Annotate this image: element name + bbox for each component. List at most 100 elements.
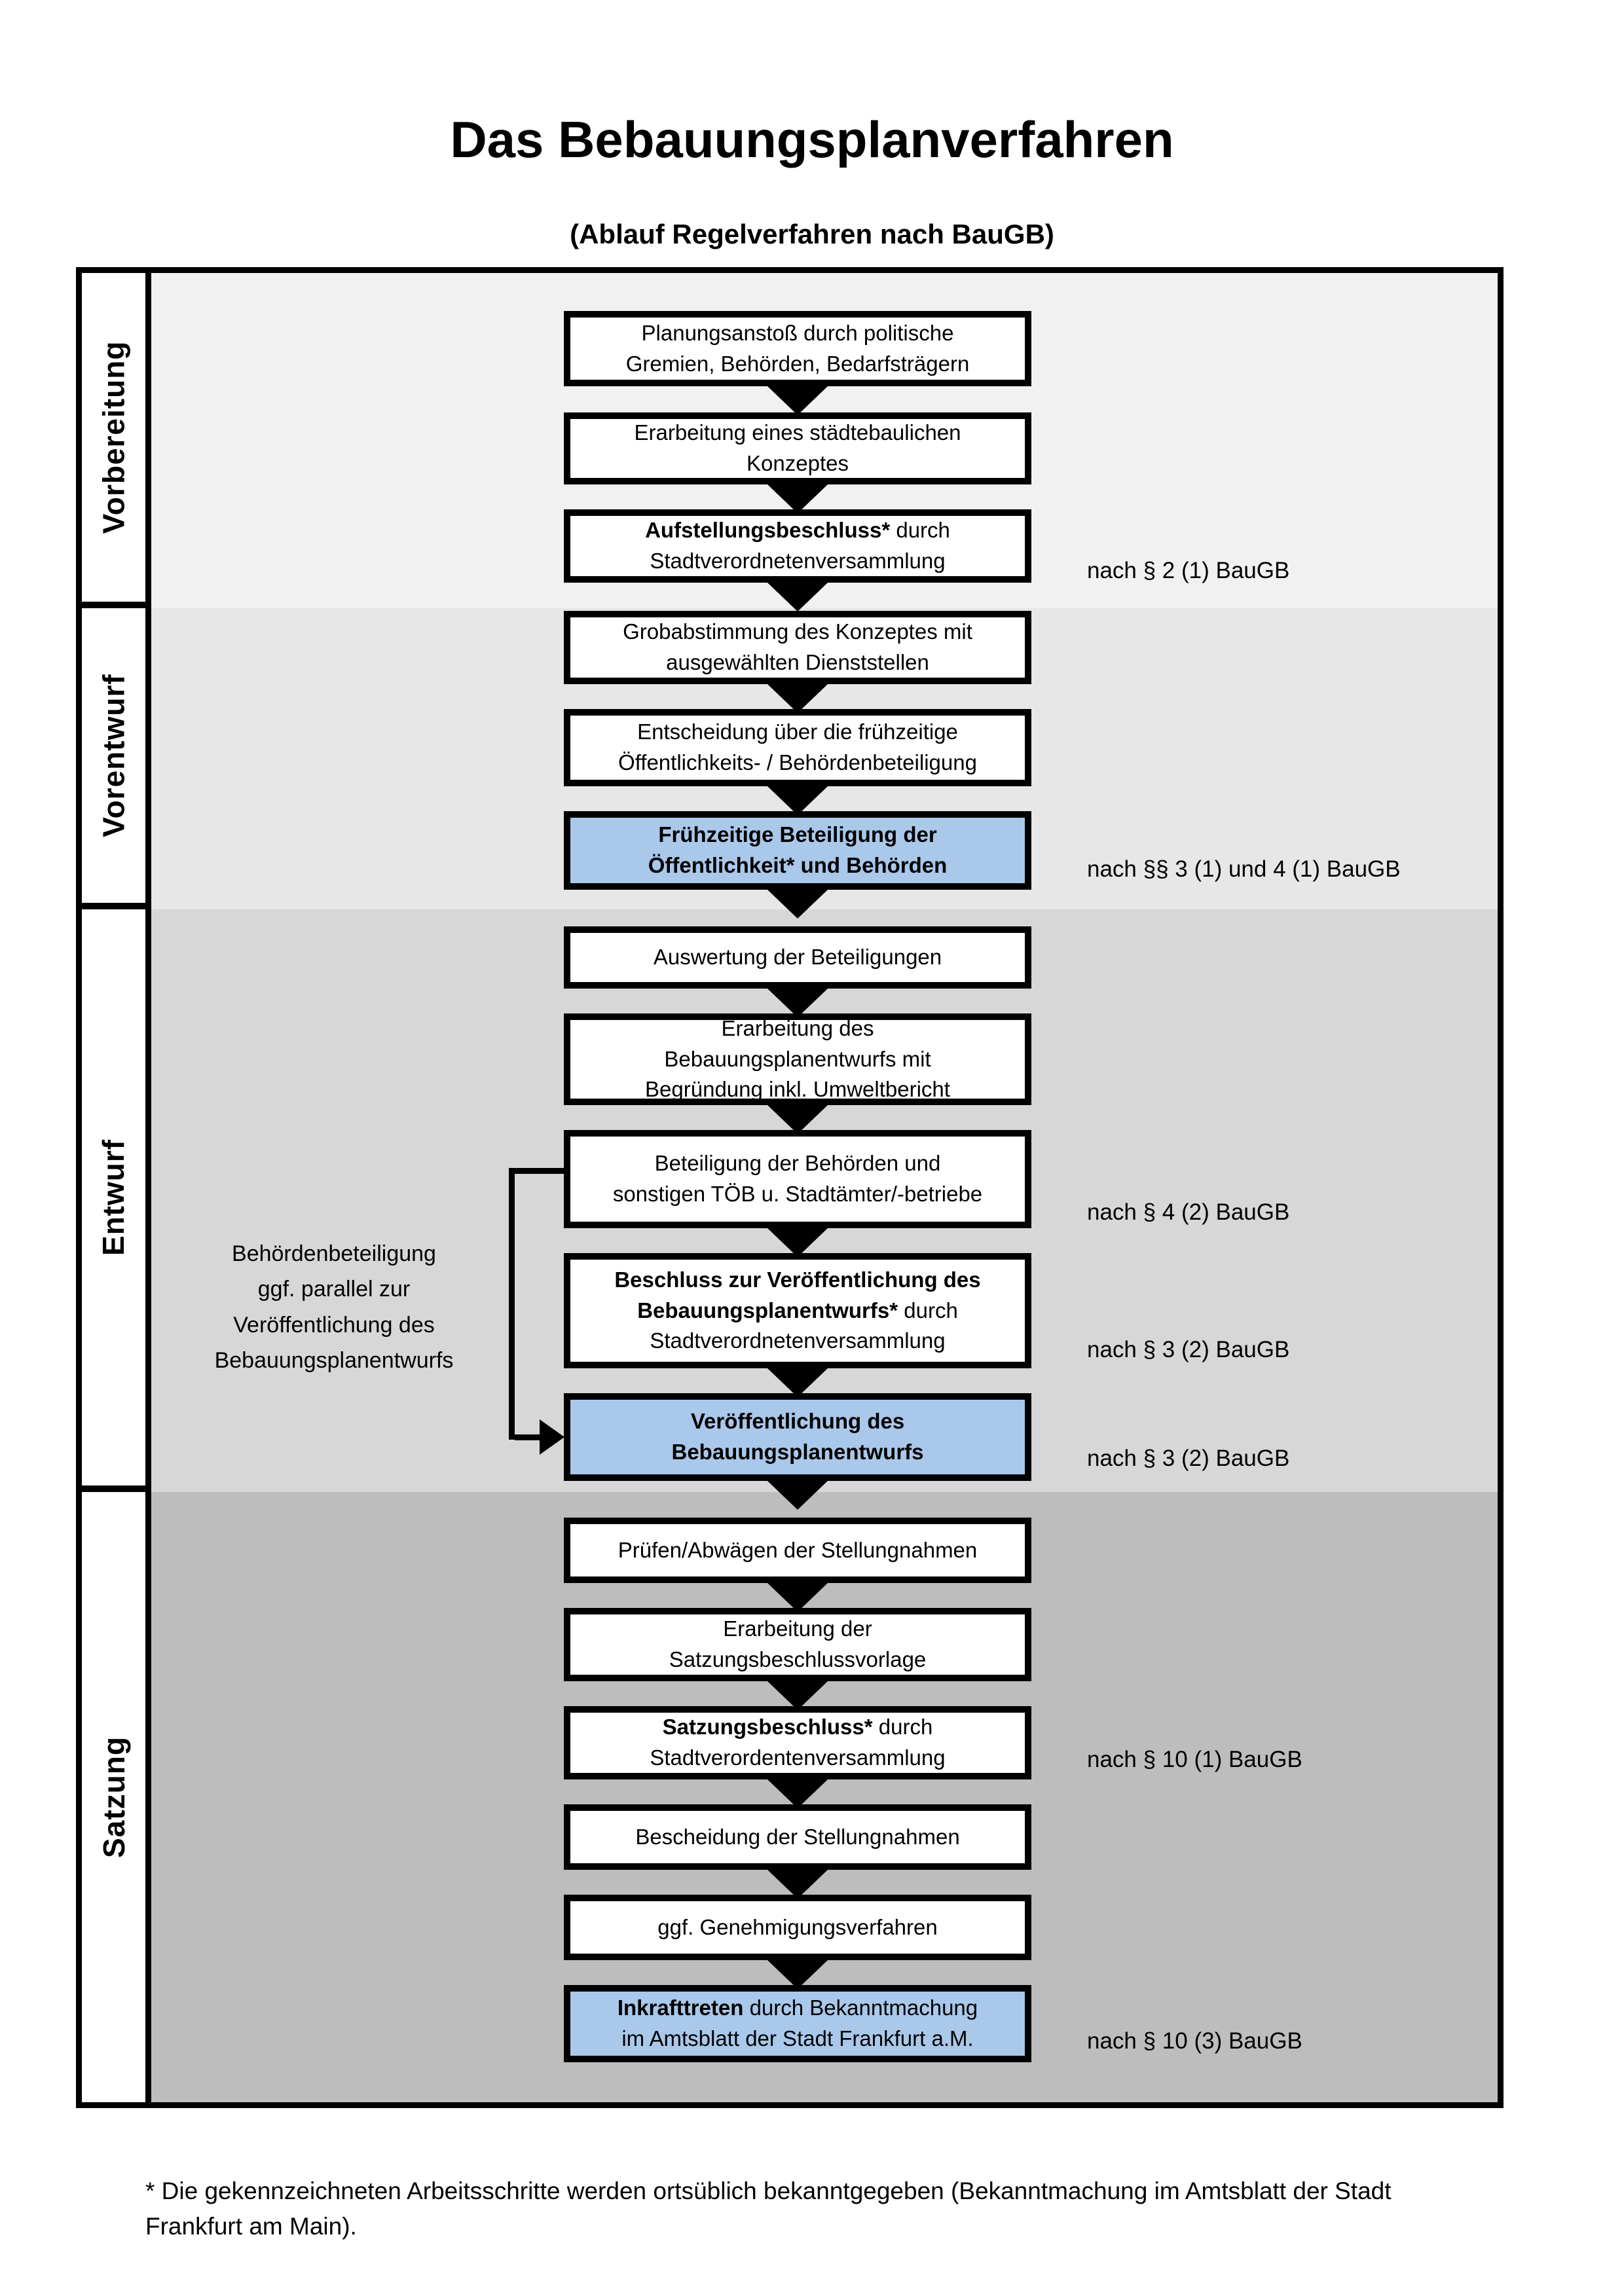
flow-step-text: ausgewählten Dienststellen xyxy=(666,650,929,674)
flow-step-genehmigungsverfahren: ggf. Genehmigungsverfahren xyxy=(564,1895,1031,1960)
flow-step-text: Veröffentlichung des xyxy=(690,1409,905,1434)
flow-step-text: im Amtsblatt der Stadt Frankfurt a.M. xyxy=(621,2026,974,2050)
arrow-right-icon xyxy=(540,1419,564,1455)
flow-step-text: Beschluss zur Veröffentlichung des xyxy=(614,1267,981,1292)
flow-step-line: Stadtverordnetenversammlung xyxy=(650,1326,945,1357)
flow-step-text: Planungsanstoß durch politische xyxy=(641,320,954,345)
arrow-down-icon xyxy=(767,583,828,611)
flow-step-line: Bescheidung der Stellungnahmen xyxy=(635,1822,959,1853)
section-label-entwurf: Entwurf xyxy=(82,909,151,1492)
arrow-down-icon xyxy=(767,1228,828,1257)
flow-step-line: Erarbeitung eines städtebaulichen xyxy=(634,418,961,448)
flow-step-text: Begründung inkl. Umweltbericht xyxy=(645,1077,950,1102)
flow-step-erarbeitung-satzungsbeschlussvorlage: Erarbeitung der Satzungsbeschlussvorlage xyxy=(564,1608,1031,1681)
flow-step-text: Bebauungsplanentwurfs xyxy=(671,1440,924,1464)
arrow-down-icon xyxy=(767,1779,828,1808)
flow-step-text: Öffentlichkeit* und Behörden xyxy=(648,853,948,877)
arrow-down-icon xyxy=(767,786,828,815)
flow-step-text: Erarbeitung eines städtebaulichen xyxy=(634,420,961,445)
arrow-down-icon xyxy=(767,386,828,415)
flow-step-text: Öffentlichkeits- / Behördenbeteiligung xyxy=(618,750,977,774)
section-label-vorentwurf: Vorentwurf xyxy=(82,608,151,909)
side-note: Behördenbeteiligung ggf. parallel zur Ve… xyxy=(177,1236,491,1379)
flow-step-text: Bescheidung der Stellungnahmen xyxy=(635,1824,960,1849)
flow-step-line: Erarbeitung des xyxy=(722,1013,874,1044)
flow-step-line: Entscheidung über die frühzeitige xyxy=(637,717,958,748)
flow-step-line: Aufstellungsbeschluss* durch xyxy=(645,515,950,546)
flow-step-planungsanstoss: Planungsanstoß durch politische Gremien,… xyxy=(564,311,1031,386)
arrow-down-icon xyxy=(767,1368,828,1397)
flow-step-text: durch xyxy=(872,1715,933,1740)
arrow-down-icon xyxy=(767,1960,828,1989)
flow-step-text: durch xyxy=(898,1298,958,1322)
flow-step-line: Satzungsbeschlussvorlage xyxy=(669,1645,927,1675)
legal-reference: nach § 10 (1) BauGB xyxy=(1087,1747,1302,1772)
flow-step-line: Stadtverordentenversammlung xyxy=(650,1743,945,1774)
connector-line-vertical xyxy=(509,1168,515,1440)
legal-reference: nach § 10 (3) BauGB xyxy=(1087,2028,1302,2054)
flow-step-text: Bebauungsplanentwurfs mit xyxy=(664,1046,931,1071)
arrow-down-icon xyxy=(767,1583,828,1612)
section-label-text: Entwurf xyxy=(96,1139,131,1256)
flow-step-line: Prüfen/Abwägen der Stellungnahmen xyxy=(618,1535,978,1566)
footnote-line: * Die gekennzeichneten Arbeitsschritte w… xyxy=(145,2178,1392,2204)
section-label-text: Vorentwurf xyxy=(96,674,131,837)
flow-step-text: Auswertung der Beteiligungen xyxy=(653,945,942,970)
arrow-down-icon xyxy=(767,1105,828,1134)
flow-step-line: Inkrafttreten durch Bekanntmachung xyxy=(618,1993,978,2024)
flow-step-text: Satzungsbeschluss* xyxy=(662,1715,873,1740)
flow-step-line: Konzeptes xyxy=(747,448,849,479)
flow-step-staedtebauliches-konzept: Erarbeitung eines städtebaulichen Konzep… xyxy=(564,412,1031,484)
arrow-down-icon xyxy=(767,890,828,919)
flow-step-grobabstimmung: Grobabstimmung des Konzeptes mit ausgewä… xyxy=(564,611,1031,684)
flow-step-text: sonstigen TÖB u. Stadtämter/-betriebe xyxy=(612,1182,983,1206)
legal-reference: nach § 3 (2) BauGB xyxy=(1087,1337,1290,1362)
flow-step-line: Planungsanstoß durch politische xyxy=(642,318,954,349)
page-subtitle: (Ablauf Regelverfahren nach BauGB) xyxy=(570,219,1054,249)
flow-step-text: Stadtverordnetenversammlung xyxy=(650,1328,946,1353)
side-note-line: Veröffentlichung des xyxy=(233,1312,435,1338)
arrow-down-icon xyxy=(767,1481,828,1510)
flow-step-line: Beschluss zur Veröffentlichung des xyxy=(614,1265,980,1296)
flow-step-line: Bebauungsplanentwurfs xyxy=(671,1437,923,1468)
section-label-vorbereitung: Vorbereitung xyxy=(82,273,151,608)
flow-step-fruehzeitige-beteiligung: Frühzeitige Beteiligung der Öffentlichke… xyxy=(564,811,1031,890)
arrow-down-icon xyxy=(767,684,828,713)
flow-step-satzungsbeschluss: Satzungsbeschluss* durch Stadtverordente… xyxy=(564,1706,1031,1779)
flow-step-veroeffentlichung-bebauungsplanentwurf: Veröffentlichung des Bebauungsplanentwur… xyxy=(564,1393,1031,1481)
section-label-text: Satzung xyxy=(96,1736,131,1858)
side-note-line: Behördenbeteiligung xyxy=(232,1241,436,1266)
flow-step-pruefen-abwaegen-stellungnahmen: Prüfen/Abwägen der Stellungnahmen xyxy=(564,1518,1031,1583)
footnote-line: Frankfurt am Main). xyxy=(145,2212,357,2240)
flow-step-text: ggf. Genehmigungsverfahren xyxy=(657,1914,938,1939)
flow-step-text: Prüfen/Abwägen der Stellungnahmen xyxy=(618,1537,978,1562)
flow-step-text: Stadtverordnetenversammlung xyxy=(650,549,946,573)
flow-step-beteiligung-behoerden-toeb: Beteiligung der Behörden und sonstigen T… xyxy=(564,1130,1031,1228)
flow-step-text: Erarbeitung der xyxy=(723,1616,872,1641)
flow-step-text: Beteiligung der Behörden und xyxy=(654,1151,941,1176)
arrow-down-icon xyxy=(767,1681,828,1710)
flow-step-inkrafttreten: Inkrafttreten durch Bekanntmachung im Am… xyxy=(564,1985,1031,2062)
flow-step-erarbeitung-bebauungsplanentwurf: Erarbeitung des Bebauungsplanentwurfs mi… xyxy=(564,1013,1031,1105)
flow-step-text: Bebauungsplanentwurfs* xyxy=(637,1298,898,1322)
flow-step-text: Frühzeitige Beteiligung der xyxy=(658,822,937,847)
flow-step-line: Frühzeitige Beteiligung der xyxy=(658,820,936,850)
flow-step-text: Stadtverordentenversammlung xyxy=(650,1745,946,1770)
flow-step-line: im Amtsblatt der Stadt Frankfurt a.M. xyxy=(621,2024,973,2054)
flow-step-line: Bebauungsplanentwurfs* durch xyxy=(637,1296,958,1326)
flow-step-line: ausgewählten Dienststellen xyxy=(666,647,929,678)
flow-step-beschluss-veroeffentlichung: Beschluss zur Veröffentlichung des Bebau… xyxy=(564,1253,1031,1368)
flow-step-text: Erarbeitung des xyxy=(721,1015,874,1040)
footnote: * Die gekennzeichneten Arbeitsschritte w… xyxy=(145,2174,1540,2244)
legal-reference: nach § 3 (2) BauGB xyxy=(1087,1446,1290,1471)
flow-step-line: sonstigen TÖB u. Stadtämter/-betriebe xyxy=(613,1179,982,1210)
flow-step-text: Satzungsbeschlussvorlage xyxy=(669,1647,927,1671)
page-title: Das Bebauungsplanverfahren xyxy=(450,111,1174,168)
flow-step-auswertung-beteiligungen: Auswertung der Beteiligungen xyxy=(564,926,1031,989)
flow-step-line: Auswertung der Beteiligungen xyxy=(654,942,942,973)
section-label-satzung: Satzung xyxy=(82,1492,151,2102)
legal-reference: nach § 4 (2) BauGB xyxy=(1087,1199,1290,1225)
flow-step-text: Konzeptes xyxy=(747,451,849,475)
flow-step-line: Bebauungsplanentwurfs mit xyxy=(664,1044,931,1075)
